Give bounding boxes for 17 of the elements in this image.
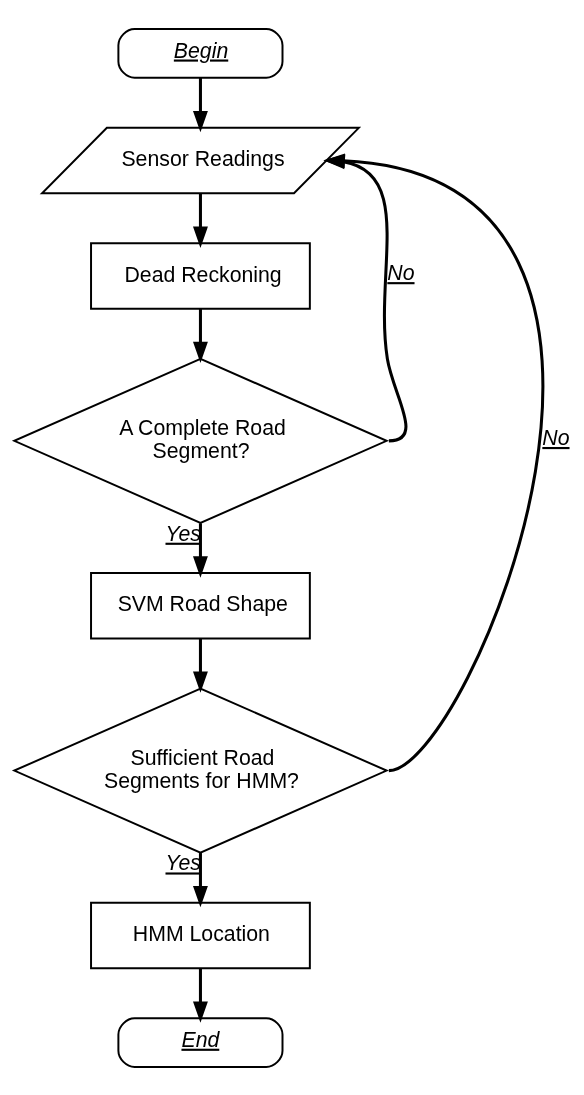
arrow bbox=[193, 852, 208, 907]
arrow bbox=[193, 77, 208, 132]
arrow bbox=[193, 308, 208, 363]
node-box: End bbox=[117, 1016, 284, 1068]
node-diamond: A Complete Road Segment? bbox=[11, 357, 390, 524]
arrow bbox=[193, 192, 208, 248]
node-box: SVM Road Shape bbox=[90, 571, 311, 639]
node-box: HMM Location bbox=[90, 901, 311, 969]
node-box: Begin bbox=[117, 27, 284, 79]
arrow bbox=[193, 522, 208, 578]
arrow bbox=[193, 967, 208, 1023]
edge-label: No bbox=[542, 425, 570, 450]
edge-label: Yes bbox=[165, 521, 201, 546]
edge-label: No bbox=[387, 260, 415, 285]
node-box: Dead Reckoning bbox=[90, 241, 311, 310]
arrow bbox=[193, 637, 208, 693]
node-diamond: Sufficient Road Segments for HMM? bbox=[11, 686, 390, 854]
